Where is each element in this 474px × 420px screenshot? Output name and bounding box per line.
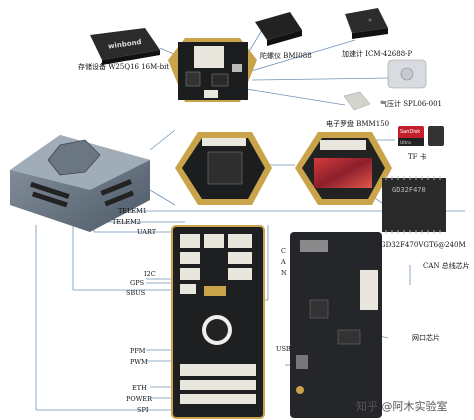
port-label-telem1: TELEM1 [118, 207, 147, 215]
port-label-can-a: A [281, 258, 286, 266]
port-label-eth: ETH [132, 384, 147, 392]
can-chip-label: CAN 总线芯片 [423, 262, 470, 270]
svg-text:SanDisk: SanDisk [400, 129, 420, 135]
port-label-ppm: PPM [130, 347, 146, 355]
sensor-board-hexagon [168, 38, 257, 102]
processor-board-hexagon [295, 132, 392, 205]
barometer-chip [387, 59, 427, 89]
port-label-i2c: I2C [144, 270, 156, 278]
accel-label: 加速计 ICM-42688-P [342, 50, 413, 58]
compass-label: 电子罗盘 BMM150 [326, 120, 390, 128]
gyro-label: 陀螺仪 BMI088 [260, 52, 312, 60]
accel-chip [345, 8, 388, 39]
storage-chip: winbond [90, 28, 160, 65]
baro-label: 气压计 SPL06-001 [380, 100, 443, 108]
connection-lines [35, 29, 465, 411]
gyro-chip [255, 12, 302, 46]
svg-text:GD32F470: GD32F470 [392, 186, 426, 194]
port-label-telem2: TELEM2 [112, 218, 141, 226]
port-label-pwm: PWM [130, 358, 148, 366]
port-label-power: POWER [126, 395, 153, 403]
tf-label: TF 卡 [408, 153, 427, 161]
port-label-usb: USB [276, 345, 291, 353]
mcu-chip: GD32F470 [382, 176, 446, 234]
storage-label: 存储设备 W25Q16 16M-bit [78, 63, 170, 71]
carrier-board-left [171, 225, 265, 419]
svg-text:Ultra: Ultra [400, 140, 411, 146]
port-label-can-n: N [281, 269, 287, 277]
mcu-label: GD32F470VGT6@240M [380, 241, 466, 249]
port-label-gps: GPS [130, 279, 145, 287]
compass-chip [343, 91, 371, 111]
sd-card: SanDisk Ultra [398, 126, 444, 146]
flight-controller-device [10, 135, 150, 232]
port-label-spi: SPI [137, 406, 149, 414]
watermark: 知乎 @阿木实验室 [356, 400, 448, 413]
carrier-board-right [290, 232, 382, 418]
port-label-sbus: SBUS [126, 289, 146, 297]
net-chip-label: 网口芯片 [412, 334, 440, 342]
mcu-board-hexagon [175, 132, 272, 205]
port-label-uart: UART [137, 228, 157, 236]
port-label-can-c: C [281, 247, 286, 255]
